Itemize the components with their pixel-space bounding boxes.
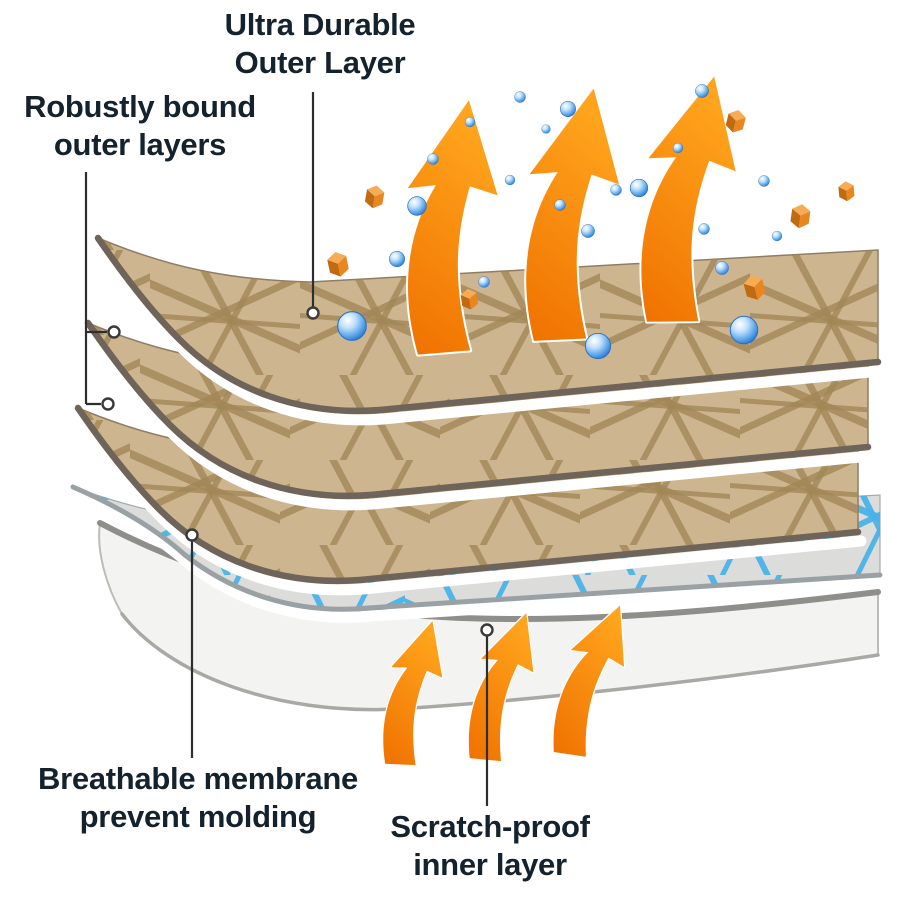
label-line: Outer Layer (234, 45, 406, 81)
water-droplet (464, 116, 476, 128)
breathable-membrane-label: Breathable membrane prevent molding (2, 760, 394, 837)
label-line: prevent molding (79, 799, 317, 835)
debris-cube (789, 203, 812, 230)
water-droplet (478, 276, 490, 288)
water-droplet (715, 261, 729, 275)
debris-cube (363, 184, 386, 210)
water-droplet (729, 315, 759, 345)
water-droplet (758, 175, 770, 187)
water-droplet (337, 311, 367, 341)
water-droplet (554, 199, 566, 211)
label-line: Ultra Durable (224, 7, 416, 42)
water-droplet (771, 230, 783, 242)
label-line: Breathable membrane (38, 761, 358, 796)
water-droplet (427, 153, 439, 165)
water-droplet (672, 142, 684, 154)
leader-dot (101, 397, 115, 411)
water-droplet (514, 91, 526, 103)
label-line: Scratch-proof (390, 809, 590, 844)
water-droplet (581, 224, 595, 238)
water-droplet (560, 101, 576, 117)
inner-layer-bottom-edge (120, 612, 880, 712)
scratch-proof-inner-layer-label: Scratch-proof inner layer (300, 808, 680, 885)
label-line: Robustly bound (24, 89, 256, 124)
leader-bound-layers (84, 172, 107, 406)
label-line: outer layers (53, 127, 227, 163)
water-droplet (407, 196, 427, 216)
label-line: inner layer (413, 847, 567, 883)
debris-cube (326, 250, 351, 279)
leader-dot (185, 528, 199, 542)
robustly-bound-outer-layers-label: Robustly bound outer layers (0, 88, 280, 165)
water-droplet (541, 124, 551, 134)
leader-dot (480, 623, 494, 637)
water-droplet (629, 178, 649, 198)
ultra-durable-outer-layer-label: Ultra Durable Outer Layer (170, 6, 470, 83)
water-droplet (698, 223, 710, 235)
leader-dot (107, 325, 121, 339)
water-droplet (695, 84, 709, 98)
water-droplet (389, 251, 405, 267)
leader-dot (306, 306, 320, 320)
leader-lines (84, 92, 494, 806)
water-droplet (504, 174, 516, 186)
water-droplet (610, 184, 622, 196)
water-droplet (584, 332, 612, 360)
debris-cube (838, 180, 855, 202)
